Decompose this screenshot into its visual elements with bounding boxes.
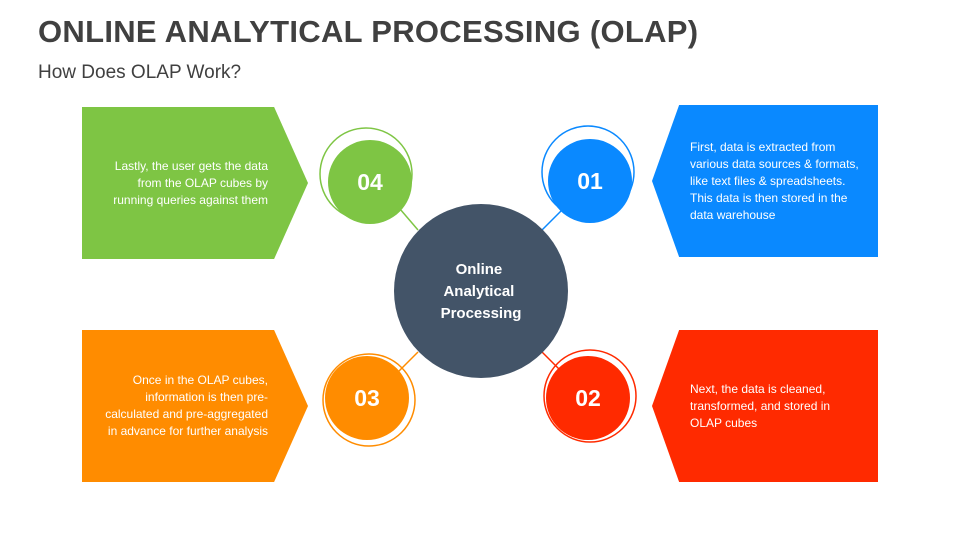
- step-3-circle: [325, 356, 409, 440]
- step-4-node: 04: [319, 127, 413, 224]
- center-label-line-1: Online: [456, 261, 503, 278]
- step-4-text: Lastly, the user gets the data from the …: [113, 158, 268, 207]
- step-1-node: 01: [541, 125, 635, 223]
- step-3-banner: Once in the OLAP cubes, information is t…: [82, 330, 308, 482]
- page-subtitle: How Does OLAP Work?: [38, 62, 242, 83]
- step-3-ring: [322, 353, 416, 447]
- step-3-node: 03: [322, 353, 416, 447]
- connector-1: [541, 209, 563, 231]
- connector-3: [397, 351, 419, 373]
- step-4-banner: Lastly, the user gets the data from the …: [82, 107, 308, 259]
- step-2-banner: Next, the data is cleaned, transformed, …: [652, 330, 878, 482]
- center-label-line-2: Analytical: [443, 283, 514, 300]
- step-1-circle: [548, 139, 632, 223]
- step-2-number: 02: [575, 385, 601, 411]
- step-1-text: First, data is extracted from various da…: [690, 139, 859, 222]
- center-hub: [394, 204, 568, 378]
- connector-4: [399, 208, 419, 231]
- center-label-line-3: Processing: [441, 305, 522, 322]
- step-2-text: Next, the data is cleaned, transformed, …: [690, 381, 831, 430]
- step-1-banner: First, data is extracted from various da…: [652, 105, 878, 257]
- step-2-ring: [543, 349, 637, 443]
- step-4-circle: [328, 140, 412, 224]
- step-2-node: 02: [543, 349, 637, 443]
- step-3-text: Once in the OLAP cubes, information is t…: [105, 373, 268, 438]
- step-4-number: 04: [357, 169, 383, 195]
- step-1-number: 01: [577, 168, 603, 194]
- step-2-circle: [546, 356, 630, 440]
- center-label: Online Analytical Processing: [441, 261, 522, 322]
- page-title: ONLINE ANALYTICAL PROCESSING (OLAP): [38, 14, 699, 49]
- step-3-number: 03: [354, 385, 380, 411]
